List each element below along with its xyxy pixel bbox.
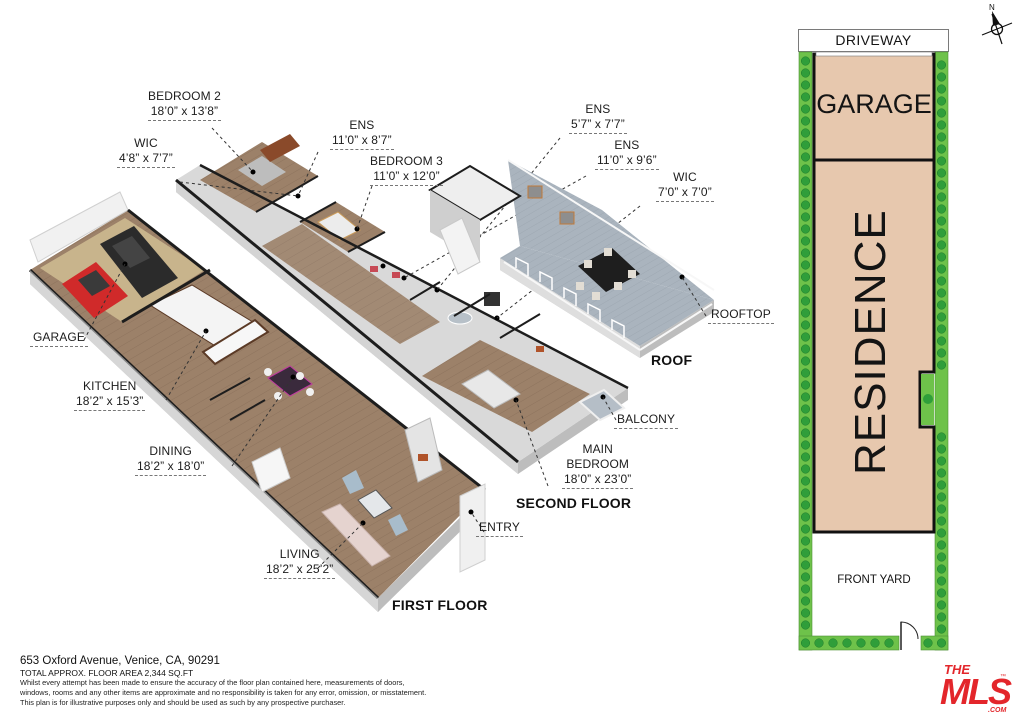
room-name: MAIN bbox=[582, 442, 613, 456]
room-dimensions: 18’2” x 18’0” bbox=[135, 459, 207, 476]
black-car bbox=[100, 226, 178, 298]
room-name: KITCHEN bbox=[82, 379, 137, 393]
room-name: ENS bbox=[585, 102, 611, 116]
room-dimensions: 5’7” x 7’7” bbox=[569, 117, 627, 134]
disclaimer-line-2: windows, rooms and any other items are a… bbox=[20, 688, 427, 697]
svg-text:.COM: .COM bbox=[988, 707, 1006, 714]
site-label-garage: GARAGE bbox=[816, 89, 932, 119]
room-dimensions: 18’0” x 23’0” bbox=[562, 472, 634, 489]
room-label-ens-2: ENS 5’7” x 7’7” bbox=[569, 102, 627, 134]
room-dimensions: 11’0” x 12’0” bbox=[370, 169, 443, 186]
room-label-garage: GARAGE bbox=[30, 330, 88, 347]
floor-title-first: FIRST FLOOR bbox=[392, 597, 488, 613]
room-name: BEDROOM 3 bbox=[370, 154, 443, 168]
room-name: ENS bbox=[614, 138, 640, 152]
red-car bbox=[62, 262, 128, 318]
site-label-driveway: DRIVEWAY bbox=[835, 32, 912, 48]
disclaimer-line-1: Whilst every attempt has been made to en… bbox=[20, 678, 405, 687]
room-dimensions: 4’8” x 7’7” bbox=[117, 151, 175, 168]
site-plan: DRIVEWAY GARAGE RESIDENCE FRONT YARD bbox=[798, 29, 949, 652]
total-floor-area: TOTAL APPROX. FLOOR AREA 2,344 SQ.FT bbox=[20, 668, 194, 678]
room-label-kitchen: KITCHEN 18’2” x 15’3” bbox=[74, 379, 146, 411]
site-label-front-yard: FRONT YARD bbox=[837, 574, 911, 586]
site-label-residence: RESIDENCE bbox=[846, 209, 895, 475]
room-label-balcony: BALCONY bbox=[614, 412, 679, 429]
room-name: LIVING bbox=[279, 547, 320, 561]
room-name: DINING bbox=[149, 444, 192, 458]
mls-logo: THE MLS ™ .COM bbox=[938, 660, 1014, 714]
room-label-ens-3: ENS 11’0” x 9’6” bbox=[595, 138, 659, 170]
room-label-rooftop: ROOFTOP bbox=[708, 307, 774, 324]
room-dimensions: 18’2” x 25’2” bbox=[264, 562, 336, 579]
room-dimensions: 7’0” x 7’0” bbox=[656, 185, 714, 202]
disclaimer-line-3: This plan is for illustrative purposes o… bbox=[20, 698, 346, 707]
second-floor-plate bbox=[175, 127, 641, 487]
room-dimensions: 11’0” x 8’7” bbox=[330, 133, 394, 150]
svg-text:MLS: MLS bbox=[940, 671, 1012, 712]
floor-title-roof: ROOF bbox=[651, 352, 693, 368]
room-name: WIC bbox=[673, 170, 697, 184]
room-label-wic-1: WIC 4’8” x 7’7” bbox=[117, 136, 175, 168]
svg-text:™: ™ bbox=[1000, 673, 1006, 680]
room-name: WIC bbox=[134, 136, 158, 150]
room-name: BEDROOM 2 bbox=[148, 89, 221, 103]
room-label-living: LIVING 18’2” x 25’2” bbox=[264, 547, 336, 579]
room-label-main-bedroom: MAIN BEDROOM 18’0” x 23’0” bbox=[562, 442, 634, 489]
room-label-bedroom-3: BEDROOM 3 11’0” x 12’0” bbox=[370, 154, 443, 186]
room-label-wic-2: WIC 7’0” x 7’0” bbox=[656, 170, 714, 202]
property-address: 653 Oxford Avenue, Venice, CA, 90291 bbox=[20, 655, 220, 667]
room-name: ENS bbox=[349, 118, 375, 132]
room-label-entry: ENTRY bbox=[476, 520, 523, 537]
room-dimensions: 18’0” x 13’8” bbox=[148, 104, 221, 121]
footer-info: 653 Oxford Avenue, Venice, CA, 90291 TOT… bbox=[20, 655, 540, 708]
roof-plate bbox=[428, 159, 715, 358]
first-floor-plate bbox=[28, 191, 486, 612]
floor-title-second: SECOND FLOOR bbox=[516, 495, 632, 511]
svg-text:THE: THE bbox=[944, 662, 970, 677]
room-label-dining: DINING 18’2” x 18’0” bbox=[135, 444, 207, 476]
room-dimensions: 11’0” x 9’6” bbox=[595, 153, 659, 170]
compass-north-label: N bbox=[989, 3, 995, 12]
room-label-ens-1: ENS 11’0” x 8’7” bbox=[330, 118, 394, 150]
room-dimensions: 18’2” x 15’3” bbox=[74, 394, 146, 411]
room-name: BEDROOM bbox=[566, 457, 630, 471]
room-label-bedroom-2: BEDROOM 2 18’0” x 13’8” bbox=[148, 89, 221, 121]
north-compass: N bbox=[978, 2, 1014, 46]
site-plan-graphic bbox=[798, 29, 949, 651]
